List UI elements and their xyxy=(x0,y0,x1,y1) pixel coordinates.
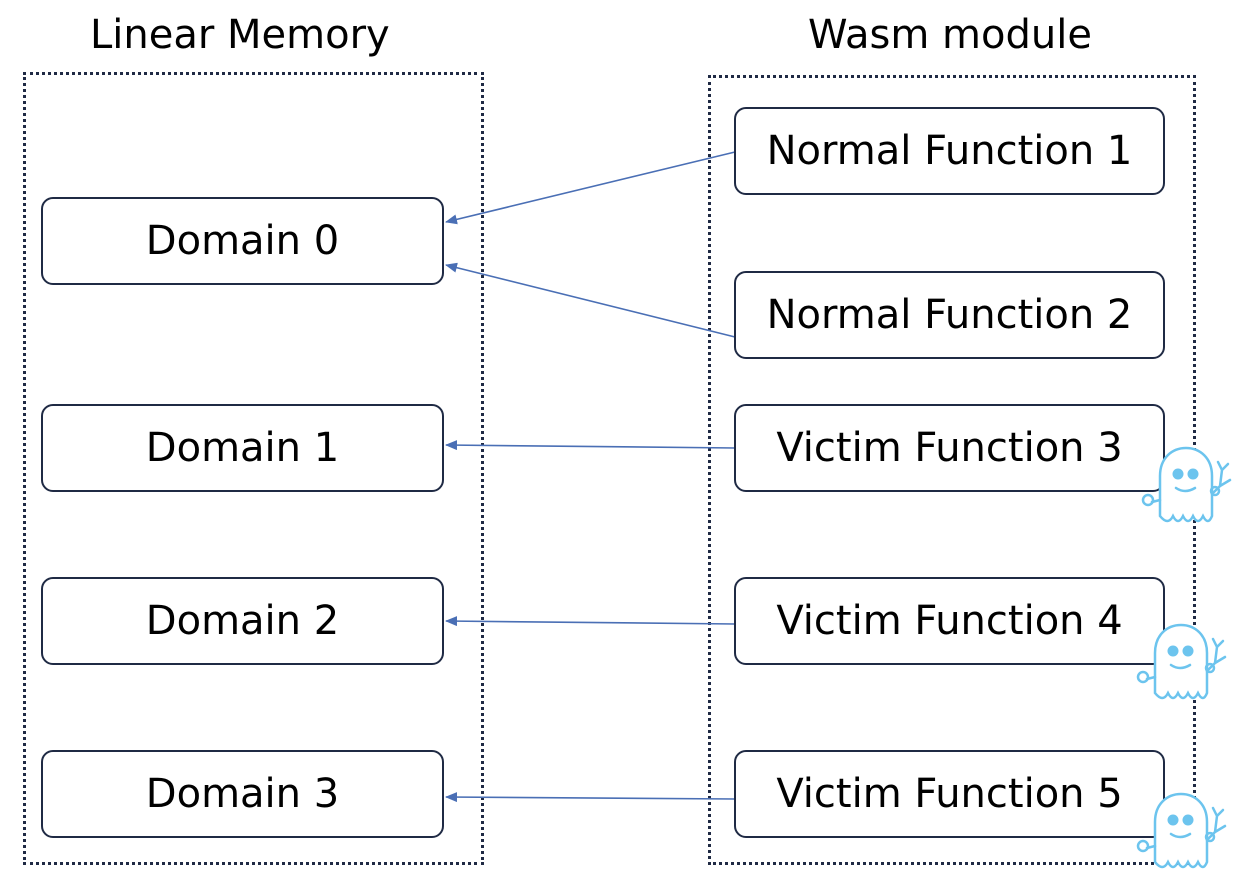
function-box: Normal Function 2 xyxy=(734,271,1165,359)
arrow-fn1-to-domain0 xyxy=(445,151,736,225)
domain-box: Domain 0 xyxy=(41,197,444,285)
spectre-ghost-icon xyxy=(1136,792,1227,869)
linear-memory-title: Linear Memory xyxy=(90,12,390,58)
domain-box: Domain 2 xyxy=(41,577,444,665)
linear-memory-frame xyxy=(23,72,484,865)
arrow-fn3-to-domain1 xyxy=(445,440,736,451)
function-box: Victim Function 5 xyxy=(734,750,1165,838)
function-box: Victim Function 3 xyxy=(734,404,1165,492)
domain-box: Domain 3 xyxy=(41,750,444,838)
arrow-fn5-to-domain3 xyxy=(445,792,736,803)
arrow-fn2-to-domain0 xyxy=(445,262,736,338)
spectre-ghost-icon xyxy=(1136,623,1227,700)
wasm-module-title: Wasm module xyxy=(808,12,1092,58)
spectre-ghost-icon xyxy=(1141,446,1232,523)
domain-box: Domain 1 xyxy=(41,404,444,492)
function-box: Normal Function 1 xyxy=(734,107,1165,195)
function-box: Victim Function 4 xyxy=(734,577,1165,665)
arrow-fn4-to-domain2 xyxy=(445,616,736,627)
